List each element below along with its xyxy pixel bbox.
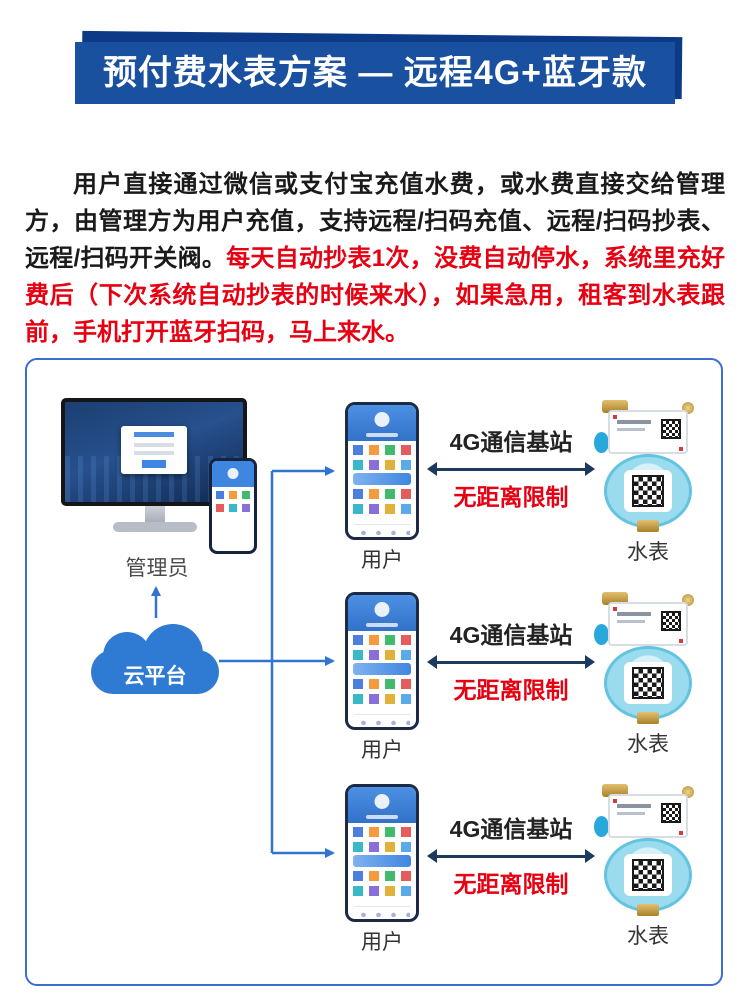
phone-nav-bar bbox=[354, 714, 410, 725]
architecture-diagram: 管理员 云平台 用户 4G通信基站 无距离限制 水表 bbox=[25, 358, 723, 986]
phone-app-grid bbox=[353, 871, 411, 896]
bidirectional-arrow-icon bbox=[427, 655, 595, 669]
station-label: 4G通信基站 bbox=[449, 816, 573, 842]
user-label: 用户 bbox=[361, 549, 403, 572]
meter-face bbox=[624, 854, 672, 896]
monitor-stand bbox=[145, 506, 165, 522]
meter-label: 水表 bbox=[627, 541, 669, 564]
monitor-popup-window bbox=[121, 426, 187, 474]
meter-pipe-fitting-bottom bbox=[637, 712, 659, 724]
monitor-base bbox=[113, 522, 197, 532]
meter-pipe-fitting-top bbox=[602, 400, 628, 413]
bidirectional-arrow-icon bbox=[427, 462, 595, 476]
meter-body bbox=[604, 454, 692, 528]
phone-app-grid bbox=[353, 827, 411, 852]
no-distance-limit-label: 无距离限制 bbox=[453, 484, 569, 510]
station-label: 4G通信基站 bbox=[449, 429, 573, 455]
cloud-label: 云平台 bbox=[123, 665, 187, 688]
qr-code-icon bbox=[632, 475, 664, 507]
meter-label: 水表 bbox=[627, 925, 669, 948]
phone-app-grid bbox=[353, 679, 411, 704]
qr-code-icon bbox=[661, 611, 681, 631]
user-phone-icon bbox=[345, 784, 419, 922]
meter-label: 水表 bbox=[627, 733, 669, 756]
meter-pipe-fitting-bottom bbox=[637, 904, 659, 916]
user-phone-icon bbox=[345, 402, 419, 540]
meter-head-panel bbox=[608, 410, 688, 454]
intro-paragraph: 用户直接通过微信或支付宝充值水费，或水费直接交给管理方，由管理方为用户充值，支持… bbox=[25, 166, 725, 351]
cloud-icon: 云平台 bbox=[91, 622, 219, 698]
meter-pipe-fitting-top bbox=[602, 592, 628, 605]
meter-pipe-fitting-bottom bbox=[637, 520, 659, 532]
meter-body bbox=[604, 646, 692, 720]
water-meter-icon bbox=[592, 400, 704, 532]
phone-app-grid bbox=[353, 635, 411, 660]
connector-lines bbox=[151, 466, 335, 858]
qr-code-icon bbox=[632, 859, 664, 891]
phone-nav-bar bbox=[354, 906, 410, 917]
meter-body bbox=[604, 838, 692, 912]
admin-label: 管理员 bbox=[125, 557, 189, 580]
qr-code-icon bbox=[661, 419, 681, 439]
qr-code-icon bbox=[632, 667, 664, 699]
meter-head-panel bbox=[608, 794, 688, 838]
title-banner: 预付费水表方案 — 远程4G+蓝牙款 bbox=[75, 30, 683, 104]
meter-blue-tag bbox=[594, 816, 609, 837]
meter-face bbox=[624, 662, 672, 704]
user-phone-icon bbox=[345, 592, 419, 730]
meter-pipe-fitting-top bbox=[602, 784, 628, 797]
meter-blue-tag bbox=[594, 432, 609, 453]
phone-app-grid bbox=[353, 445, 411, 470]
no-distance-limit-label: 无距离限制 bbox=[453, 677, 569, 703]
phone-app-header bbox=[348, 595, 416, 631]
water-meter-icon bbox=[592, 592, 704, 724]
station-group: 4G通信基站 无距离限制 bbox=[425, 616, 597, 705]
intro-text-red: 每天自动抄表1次，没费自动停水，系统里充好费后（下次系统自动抄表的时候来水），如… bbox=[25, 245, 725, 346]
phone-app-grid bbox=[353, 489, 411, 514]
no-distance-limit-label: 无距离限制 bbox=[453, 871, 569, 897]
user-label: 用户 bbox=[361, 739, 403, 762]
phone-app-header bbox=[348, 405, 416, 441]
admin-phone-app-grid bbox=[216, 491, 250, 533]
user-label: 用户 bbox=[361, 931, 403, 954]
admin-phone-header bbox=[212, 461, 254, 487]
station-group: 4G通信基站 无距离限制 bbox=[425, 810, 597, 899]
banner-title: 预付费水表方案 — 远程4G+蓝牙款 bbox=[75, 42, 675, 104]
phone-banner bbox=[353, 473, 411, 485]
bidirectional-arrow-icon bbox=[427, 849, 595, 863]
meter-blue-tag bbox=[594, 624, 609, 645]
station-label: 4G通信基站 bbox=[449, 622, 573, 648]
phone-banner bbox=[353, 855, 411, 867]
water-meter-icon bbox=[592, 784, 704, 916]
station-group: 4G通信基站 无距离限制 bbox=[425, 423, 597, 512]
phone-banner bbox=[353, 663, 411, 675]
admin-monitor-icon bbox=[61, 398, 257, 554]
meter-face bbox=[624, 470, 672, 512]
admin-phone-icon bbox=[209, 458, 257, 554]
intro-text-black: 用户直接通过微信或支付宝充值水费，或水费直接交给管理方，由管理方为用户充值，支持… bbox=[25, 171, 725, 272]
phone-app-header bbox=[348, 787, 416, 823]
meter-head-panel bbox=[608, 602, 688, 646]
qr-code-icon bbox=[661, 803, 681, 823]
phone-nav-bar bbox=[354, 524, 410, 535]
